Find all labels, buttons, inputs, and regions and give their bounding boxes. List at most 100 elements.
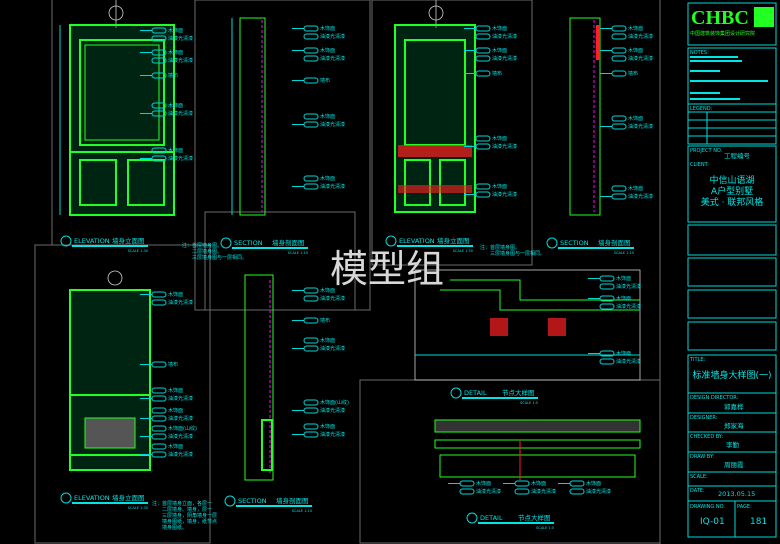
callout-label: 木饰面	[168, 407, 183, 414]
callout: 油漆光清漆	[611, 55, 653, 62]
callout-label: 木饰面	[168, 291, 183, 298]
callout-label: 油漆光清漆	[616, 303, 641, 310]
drawing-title-cn: 墙身立面图	[437, 236, 470, 245]
callout-tag-icon	[151, 35, 167, 42]
callout-tag-icon	[151, 387, 167, 394]
section-b	[231, 17, 266, 216]
draw-by-label: DRAW BY:	[690, 454, 714, 460]
note-line: 墙身图纸。	[162, 524, 187, 531]
callout-label: 木饰面(山纹)	[168, 425, 197, 432]
callout-label: 木饰面	[320, 47, 335, 54]
checked-by-value: 李勤	[726, 440, 740, 449]
callout-label: 油漆光清漆	[320, 345, 345, 352]
callout: 油漆光清漆	[292, 121, 345, 128]
callout-tag-icon	[303, 431, 319, 438]
callout: 油漆光清漆	[600, 193, 653, 200]
callout: 墙布	[140, 72, 178, 79]
drawing-title-cn: 墙身剖面图	[272, 238, 305, 247]
checked-by-label: CHECKED BY:	[690, 434, 723, 440]
callout-label: 油漆光清漆	[168, 433, 193, 440]
callout-tag-icon	[611, 70, 627, 77]
callout-tag-icon	[475, 47, 491, 54]
drawing-scale: SCALE 1:5	[520, 401, 538, 405]
detail-h	[434, 419, 641, 480]
callout-tag-icon	[459, 480, 475, 487]
callout-tag-icon	[151, 291, 167, 298]
section-d	[569, 17, 601, 216]
section-marker-icon	[546, 237, 558, 249]
callout-tag-icon	[475, 183, 491, 190]
callout: 油漆光清漆	[140, 155, 193, 162]
callout-tag-icon	[569, 488, 585, 495]
callout-tag-icon	[303, 113, 319, 120]
section-marker-icon	[60, 235, 72, 247]
drawing-scale: SCALE 1:30	[128, 506, 148, 510]
callout: 墙布	[292, 317, 330, 324]
callout-label: 油漆光清漆	[168, 451, 193, 458]
page-label: PAGE:	[737, 504, 752, 510]
callout-tag-icon	[151, 433, 167, 440]
drawing-title-en: SECTION	[560, 239, 589, 247]
callout-label: 油漆光清漆	[320, 55, 345, 62]
drawing-title-en: ELEVATION	[399, 237, 435, 245]
elevation-e	[69, 270, 151, 471]
drawing-scale: SCALE 1:10	[292, 509, 312, 513]
client-line-2: A户型别墅	[711, 185, 753, 197]
callout: 木饰面	[611, 185, 643, 192]
callout-label: 木饰面	[492, 135, 507, 142]
callout-tag-icon	[611, 33, 627, 40]
callout: 木饰面	[475, 183, 507, 190]
draw-by-value: 周丽霞	[724, 461, 744, 469]
section-marker-icon	[385, 235, 397, 247]
callout-tag-icon	[151, 299, 167, 306]
callout: 油漆光清漆	[599, 283, 641, 290]
client-line-3: 美式 · 联邦风格	[701, 196, 764, 208]
callout: 木饰面	[588, 350, 631, 357]
callout: 油漆光清漆	[140, 110, 193, 117]
callout-label: 木饰面	[628, 47, 643, 54]
callout-tag-icon	[303, 345, 319, 352]
callout: 木饰面	[151, 443, 183, 450]
callout-label: 木饰面	[616, 295, 631, 302]
note-line: 二层墙身、墙身，层一	[162, 506, 212, 513]
callout-label: 油漆光清漆	[168, 35, 193, 42]
date-value: 2013.05.15	[718, 490, 755, 498]
note-line: 注：首层墙身立面，各层一	[152, 500, 212, 507]
callout: 木饰面	[464, 47, 507, 54]
callout: 木饰面	[448, 480, 491, 487]
callout: 木饰面	[558, 480, 601, 487]
callout: 墙布	[292, 77, 330, 84]
callout-tag-icon	[303, 121, 319, 128]
callout-label: 木饰面	[628, 115, 643, 122]
callout-tag-icon	[475, 143, 491, 150]
callout-label: 墙布	[320, 77, 330, 84]
callout: 木饰面	[588, 295, 631, 302]
callout-tag-icon	[611, 25, 627, 32]
title-block: CHBC 中国建筑装饰集团设计研究院 NOTES: LEGEND: PROJEC…	[687, 2, 777, 538]
project-no-label: PROJECT NO.	[690, 148, 723, 154]
callout-tag-icon	[475, 70, 491, 77]
callout-label: 油漆光清漆	[616, 358, 641, 365]
callout-label: 木饰面	[168, 147, 183, 154]
callout: 油漆光清漆	[303, 55, 345, 62]
callout-label: 油漆光清漆	[492, 55, 517, 62]
callout-tag-icon	[611, 115, 627, 122]
callout: 木饰面	[464, 25, 507, 32]
callout-label: 木饰面	[168, 27, 183, 34]
callout: 油漆光清漆	[292, 345, 345, 352]
callout-label: 木饰面	[616, 275, 631, 282]
callout-tag-icon	[151, 57, 167, 64]
callout-label: 墙布	[492, 70, 502, 77]
callout: 木饰面	[588, 275, 631, 282]
callout-tag-icon	[514, 488, 530, 495]
callout-label: 木饰面	[320, 25, 335, 32]
callout: 油漆光清漆	[599, 358, 641, 365]
section-marker-icon	[466, 512, 478, 524]
section-marker-icon	[220, 237, 232, 249]
callout-label: 油漆光清漆	[492, 143, 517, 150]
